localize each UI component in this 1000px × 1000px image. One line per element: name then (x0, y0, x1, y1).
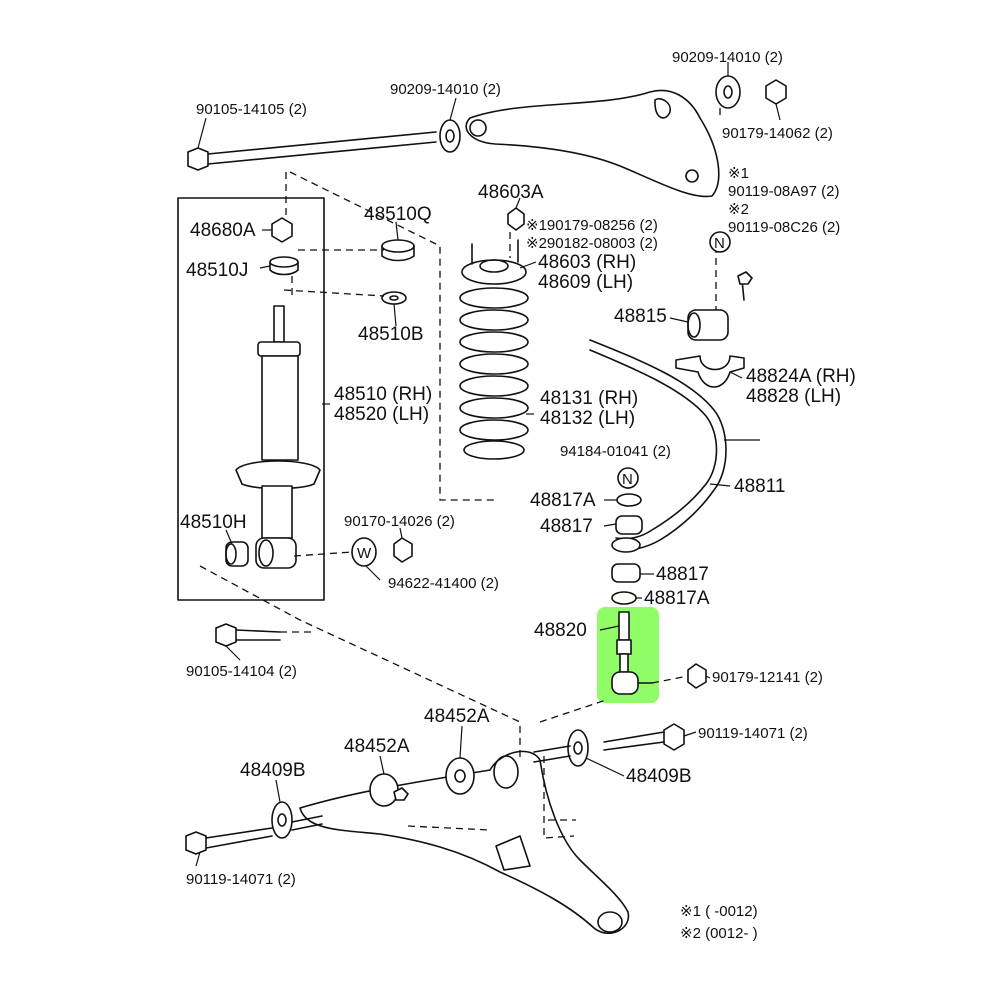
bolt-14071-left[interactable] (185, 815, 323, 855)
svg-text:N: N (622, 471, 633, 488)
label-shock-rh: 48510 (RH) (334, 384, 432, 405)
svg-text:W: W (357, 545, 372, 562)
cushion-48817-top[interactable] (615, 515, 643, 535)
bracket-48824a[interactable] (675, 355, 745, 388)
nut-48680a[interactable] (271, 217, 293, 243)
label-cushion-48510q: 48510Q (364, 204, 432, 225)
label-cam-48452a-right: 48452A (424, 706, 490, 727)
label-cushion-48510b: 48510B (358, 324, 424, 345)
cushion-48510j[interactable] (269, 256, 299, 276)
label-support-rh: 48603 (RH) (538, 252, 636, 273)
label-bolt-14071-right: 90119-14071 (2) (698, 725, 808, 742)
label-nut-upper-arm: 90179-14062 (2) (722, 125, 833, 142)
label-link-48820: 48820 (534, 620, 587, 641)
label-bolt-08c26: 90119-08C26 (2) (728, 219, 840, 236)
shock-absorber[interactable] (235, 305, 321, 569)
bolt-14071-right[interactable] (603, 723, 685, 751)
stabilizer-bar[interactable] (589, 339, 727, 553)
leader-lines (195, 62, 781, 867)
bush-48815[interactable] (687, 309, 729, 341)
shock-assembly-box (177, 197, 325, 601)
svg-text:N: N (714, 235, 725, 252)
bolt-upper-arm[interactable] (187, 131, 437, 171)
label-cushion-48817-bottom: 48817 (656, 564, 709, 585)
cushion-48817-bottom[interactable] (611, 563, 641, 583)
stabilizer-link-48820[interactable] (611, 611, 653, 695)
label-cam-48452a-left: 48452A (344, 736, 410, 757)
label-spring-lh: 48132 (LH) (540, 408, 635, 429)
label-stabilizer-48811: 48811 (734, 476, 785, 497)
label-nut-14026: 90170-14026 (2) (344, 513, 455, 530)
label-cam-48409b-left: 48409B (240, 760, 306, 781)
nut-12141[interactable] (687, 663, 707, 689)
label-bolt-upper-arm: 90105-14105 (2) (196, 101, 307, 118)
bolt-14104[interactable] (215, 623, 281, 647)
retainer-48817a-bottom[interactable] (611, 591, 637, 605)
marker-w: W (357, 545, 372, 562)
label-bolt-14104: 90105-14104 (2) (186, 663, 297, 680)
label-retainer-48817a-bottom: 48817A (644, 588, 710, 609)
label-note1-range: ※1 ( -0012) (680, 903, 758, 920)
cam-48409b-right[interactable] (533, 729, 589, 767)
assembly-dashed-lines (199, 108, 721, 839)
label-nut-01041: 94184-01041 (2) (560, 443, 671, 460)
label-nut-12141: 90179-12141 (2) (712, 669, 823, 686)
bolt-08c26[interactable] (737, 271, 753, 301)
coil-spring[interactable] (459, 287, 529, 460)
washer-w[interactable] (351, 537, 377, 567)
label-nut-08256: ※190179-08256 (2) (526, 217, 658, 234)
label-note1-mark: ※1 (728, 165, 749, 182)
label-cushion-48510j: 48510J (186, 260, 248, 281)
label-cam-48409b-right: 48409B (626, 766, 692, 787)
washer-upper-arm-right[interactable] (715, 75, 741, 109)
retainer-48817a-top[interactable] (616, 493, 642, 507)
label-spring-48603a: 48603A (478, 182, 544, 203)
label-note2-range: ※2 (0012- ) (680, 925, 758, 942)
upper-support[interactable] (461, 239, 527, 285)
label-bolt-08a97: 90119-08A97 (2) (728, 183, 839, 200)
label-support-lh: 48609 (LH) (538, 272, 633, 293)
nut-48603a[interactable] (507, 207, 525, 231)
cushion-48510q[interactable] (381, 239, 415, 262)
label-bolt-14071-left: 90119-14071 (2) (186, 871, 296, 888)
nut-14026[interactable] (393, 537, 413, 563)
label-nut-08003: ※290182-08003 (2) (526, 235, 658, 252)
label-bracket-rh: 48824A (RH) (746, 366, 856, 387)
part-labels: 90209-14010 (2) 90209-14010 (2) 90105-14… (180, 49, 856, 942)
upper-control-arm (465, 89, 720, 198)
label-cushion-48817-top: 48817 (540, 516, 593, 537)
label-washer-41400: 94622-41400 (2) (388, 575, 499, 592)
label-note2-mark: ※2 (728, 201, 749, 218)
label-nut-48680a: 48680A (190, 220, 256, 241)
marker-n-lower: N (617, 467, 639, 489)
bushing-48510h[interactable] (225, 541, 249, 567)
label-shock-lh: 48520 (LH) (334, 404, 429, 425)
label-washer-upper-arm-left: 90209-14010 (2) (390, 81, 501, 98)
marker-n-upper: N (709, 231, 731, 253)
label-bushing-48510h: 48510H (180, 512, 247, 533)
washer-upper-arm-left[interactable] (439, 119, 461, 153)
cushion-48510b[interactable] (381, 291, 407, 305)
nut-upper-arm[interactable] (765, 79, 787, 105)
label-retainer-48817a-top: 48817A (530, 490, 596, 511)
cam-48409b-left[interactable] (271, 801, 293, 839)
label-bush-48815: 48815 (614, 306, 667, 327)
label-bracket-lh: 48828 (LH) (746, 386, 841, 407)
cam-48452a-right[interactable] (445, 757, 475, 795)
label-washer-upper-arm-right: 90209-14010 (2) (672, 49, 783, 66)
label-spring-rh: 48131 (RH) (540, 388, 638, 409)
